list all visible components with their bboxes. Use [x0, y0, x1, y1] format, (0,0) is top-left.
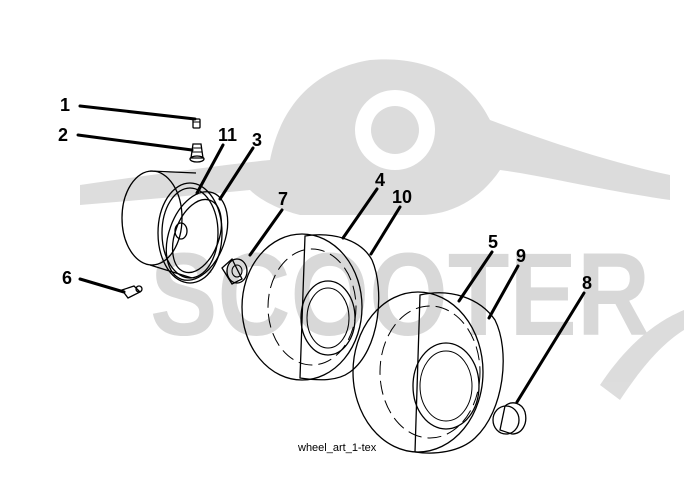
leader-10: [369, 205, 402, 256]
valve-stem: [189, 143, 205, 163]
callout-11: 11: [218, 125, 237, 145]
grease-fitting: [120, 285, 143, 299]
callout-9: 9: [516, 246, 526, 266]
bushing: [221, 257, 248, 285]
leader-5: [457, 250, 494, 303]
leader-2: [76, 133, 194, 152]
leader-4: [341, 187, 379, 240]
wheel-rim: [121, 170, 229, 284]
watermark: SCOOTER: [80, 59, 684, 400]
callout-4: 4: [375, 170, 385, 190]
front-tire: [241, 233, 380, 381]
watermark-swoosh: [600, 310, 684, 400]
hub-cap: [492, 402, 527, 435]
callout-2: 2: [58, 125, 68, 145]
callout-labels: 1 2 11 3 7 4 10 6 5 9 8: [58, 95, 592, 293]
callout-1: 1: [60, 95, 70, 115]
callout-7: 7: [278, 189, 288, 209]
leader-3: [218, 146, 255, 201]
rim-flange: [165, 191, 229, 281]
rim-hub-hole: [174, 222, 188, 240]
leader-6: [78, 277, 126, 294]
callout-10: 10: [392, 187, 412, 207]
leader-7: [248, 208, 284, 257]
callout-3: 3: [252, 130, 262, 150]
leader-11: [195, 143, 225, 195]
callout-6: 6: [62, 268, 72, 288]
leader-1: [78, 104, 197, 121]
callout-8: 8: [582, 273, 592, 293]
diagram-caption: wheel_art_1-tex: [297, 442, 377, 454]
rear-tire: [352, 291, 504, 454]
leader-lines: [76, 104, 586, 404]
leader-9: [487, 264, 520, 320]
callout-5: 5: [488, 232, 498, 252]
leader-8: [515, 291, 586, 404]
watermark-headlight-inner: [371, 106, 419, 154]
